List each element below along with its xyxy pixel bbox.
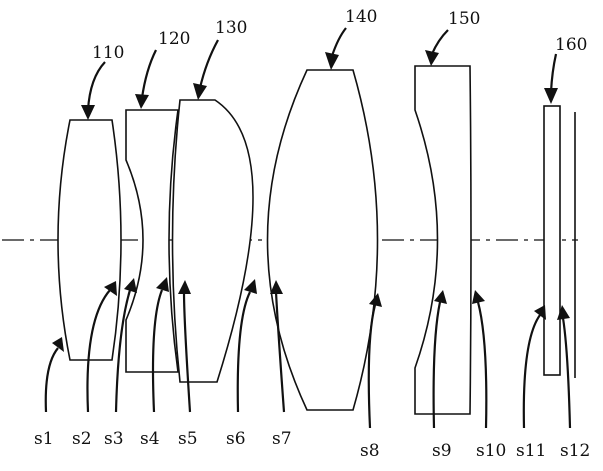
lens-150 <box>414 65 472 415</box>
label-s12: s12 <box>560 441 590 461</box>
filter-plate-160 <box>543 105 561 376</box>
label-s8: s8 <box>360 441 380 461</box>
label-s7: s7 <box>272 429 292 449</box>
label-s2: s2 <box>72 429 92 449</box>
callout-s10: s10 <box>472 290 506 461</box>
label-120: 120 <box>158 29 190 49</box>
label-s6: s6 <box>226 429 246 449</box>
callout-s8: s8 <box>360 293 382 461</box>
lens-120 <box>125 109 179 373</box>
label-130: 130 <box>215 18 247 38</box>
callout-130: 130 <box>193 18 247 100</box>
callout-120: 120 <box>135 29 190 109</box>
callout-s7: s7 <box>270 280 292 449</box>
label-s1: s1 <box>34 429 54 449</box>
callout-s6: s6 <box>226 279 257 449</box>
callout-s1: s1 <box>34 337 64 449</box>
callout-160: 160 <box>544 35 587 104</box>
callout-110: 110 <box>81 43 124 120</box>
label-160: 160 <box>555 35 587 55</box>
callout-s3: s3 <box>104 278 137 449</box>
label-110: 110 <box>92 43 124 63</box>
label-s3: s3 <box>104 429 124 449</box>
lens-110 <box>57 119 122 361</box>
label-s4: s4 <box>140 429 160 449</box>
callout-s12: s12 <box>557 305 590 461</box>
lens-140 <box>266 69 379 411</box>
callout-s9: s9 <box>432 290 452 461</box>
callout-140: 140 <box>325 7 377 70</box>
label-140: 140 <box>345 7 377 27</box>
callout-s4: s4 <box>140 277 169 449</box>
label-150: 150 <box>448 9 480 29</box>
callout-s2: s2 <box>72 281 117 449</box>
label-s11: s11 <box>516 441 546 461</box>
callout-150: 150 <box>425 9 480 66</box>
callout-s5: s5 <box>178 280 198 449</box>
lens-130 <box>171 99 254 383</box>
label-s10: s10 <box>476 441 506 461</box>
callout-s11: s11 <box>516 305 546 461</box>
label-s5: s5 <box>178 429 198 449</box>
label-s9: s9 <box>432 441 452 461</box>
